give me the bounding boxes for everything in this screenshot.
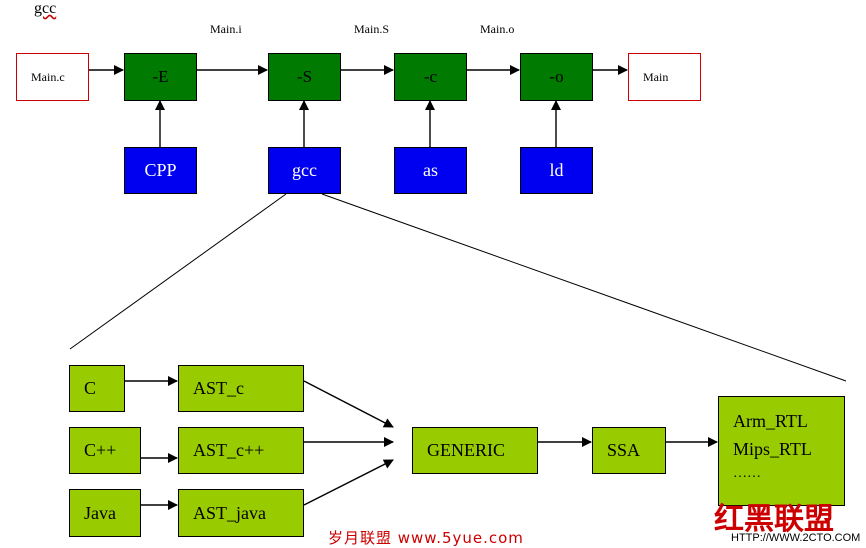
lang-c-box: C <box>69 365 125 412</box>
zoom-line-right <box>321 193 847 382</box>
watermark-left: 岁月联盟 www.5yue.com <box>328 529 524 547</box>
lang-cpp-box: C++ <box>69 427 141 474</box>
watermark-right-logo: 红黑联盟 <box>714 502 834 537</box>
watermark-right-url: HTTP://WWW.2CTO.COM <box>731 532 861 544</box>
diagram-title: gcc <box>34 0 57 17</box>
rtl-arm-label: Arm_RTL <box>733 411 808 431</box>
ast-java-box: AST_java <box>178 489 304 537</box>
label-main-o: Main.o <box>480 22 515 36</box>
stage-c-box: -c <box>394 53 467 101</box>
output-main-box: Main <box>628 53 701 101</box>
tool-gcc-box: gcc <box>268 147 341 194</box>
label-main-s: Main.S <box>354 22 390 36</box>
generic-box: GENERIC <box>412 427 538 474</box>
stage-E-box: -E <box>124 53 197 101</box>
tool-as-box: as <box>394 147 467 194</box>
stage-o-box: -o <box>520 53 593 101</box>
arrow-astjava-to-merge <box>303 459 394 506</box>
rtl-ellipsis-label: …… <box>733 466 761 481</box>
ast-cpp-box: AST_c++ <box>178 427 304 474</box>
ssa-box: SSA <box>592 427 666 474</box>
tool-ld-box: ld <box>520 147 593 194</box>
rtl-box: Arm_RTL Mips_RTL …… <box>718 396 845 506</box>
lang-java-box: Java <box>69 489 141 537</box>
arrow-astc-to-merge <box>303 380 394 428</box>
rtl-mips-label: Mips_RTL <box>733 439 812 459</box>
zoom-line-left <box>69 193 287 350</box>
ast-c-box: AST_c <box>178 365 304 412</box>
input-main-c-box: Main.c <box>16 53 89 101</box>
tool-cpp-box: CPP <box>124 147 197 194</box>
label-main-i: Main.i <box>210 22 242 36</box>
stage-S-box: -S <box>268 53 341 101</box>
